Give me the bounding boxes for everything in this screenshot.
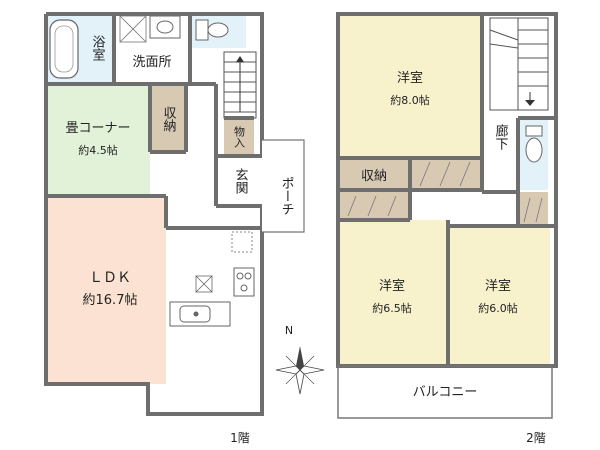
kitchen-box — [195, 231, 253, 293]
floor2-room-sw-floor — [338, 220, 448, 366]
kitchen-sink-icon — [179, 305, 211, 323]
floor1-tatami-size: 約4.5帖 — [78, 143, 118, 157]
floor1-label: 1階 — [230, 430, 250, 445]
floor2-room-sw-name: 洋室 — [379, 278, 405, 294]
floor2-room-north-size: 約8.0帖 — [390, 93, 430, 107]
floor1-storage-floor — [150, 86, 186, 152]
floor2-plan: 洋室 約8.0帖 収納 廊下 洋室 約6.5帖 洋室 約6.0帖 バルコニー 2… — [336, 12, 558, 445]
floor1-tatami-name: 畳コーナー — [65, 121, 130, 136]
floor2-storage-right — [518, 192, 548, 226]
floor1-porch — [262, 139, 305, 233]
toilet-icon — [525, 125, 543, 163]
floor2-room-se-floor — [448, 226, 550, 366]
floor2-closet-hatch — [347, 161, 543, 223]
floor1-ldk-name: ＬＤＫ — [89, 270, 131, 286]
floor2-walls — [336, 12, 558, 368]
toilet-icon — [195, 19, 229, 41]
compass-north-label: N — [285, 324, 293, 337]
floor1-tatami-floor — [46, 84, 150, 196]
floor1-porch-label: ポーチ — [279, 177, 294, 216]
floor2-room-se-name: 洋室 — [485, 278, 511, 294]
floor1-bath-label: 浴室 — [90, 35, 106, 61]
floor2-storage-label: 収納 — [361, 169, 387, 184]
floor2-storage-left — [338, 158, 410, 190]
floor2-hallway-label: 廊下 — [493, 123, 509, 150]
floor2-label: 2階 — [526, 430, 546, 445]
floor1-south-ext-floor — [148, 384, 262, 414]
compass-rose-icon — [275, 346, 325, 395]
floor2-balcony-label: バルコニー — [413, 385, 478, 400]
bathtub-icon — [49, 19, 79, 79]
floor2-room-north-floor — [338, 14, 482, 158]
floor2-storage-lower-left — [338, 192, 410, 220]
floor2-storage-mid — [410, 158, 482, 190]
stove-icon — [233, 267, 255, 297]
floor1-storage-label: 収納 — [161, 106, 177, 133]
floor2-balcony-floor — [338, 366, 552, 418]
stairs-icon — [223, 51, 257, 119]
floor1-closet-floor — [224, 118, 254, 156]
floor1-plan: 浴室 洗面所 畳コーナー 約4.5帖 収納 物入 玄関 ポーチ ＬＤＫ 約16.… — [44, 12, 305, 445]
floor1-walls — [44, 12, 264, 416]
floor2-room-se-size: 約6.0帖 — [478, 301, 518, 315]
floor2-room-north-name: 洋室 — [397, 70, 423, 86]
floor1-entrance-floor — [216, 156, 262, 206]
floor1-entrance-label: 玄関 — [233, 168, 249, 195]
floor1-ldk-size: 約16.7帖 — [83, 293, 138, 308]
stairs-icon — [489, 17, 549, 111]
floor2-balcony-rail — [337, 365, 553, 419]
sink-icon — [149, 15, 181, 39]
floor1-washroom-label: 洗面所 — [132, 55, 171, 70]
floor2-room-sw-size: 約6.5帖 — [372, 301, 412, 315]
floor1-closet-label: 物入 — [233, 125, 246, 148]
